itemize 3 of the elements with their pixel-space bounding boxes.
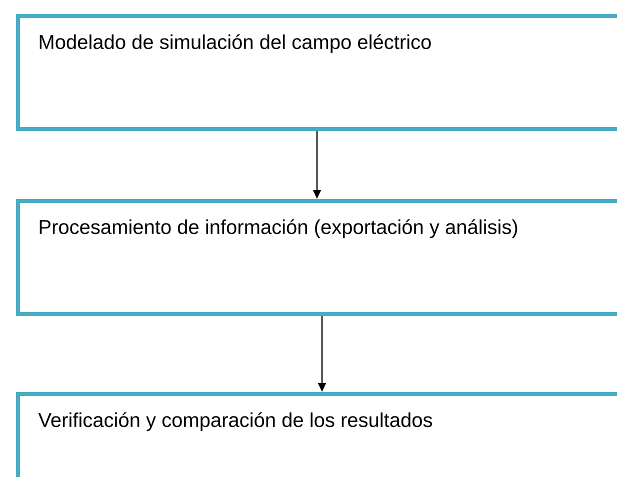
process-box: Verificación y comparación de los resultados <box>16 392 617 477</box>
process-box: Modelado de simulación del campo eléctrico <box>16 14 617 131</box>
process-box: Procesamiento de información (exportación y análisis) <box>16 199 617 316</box>
